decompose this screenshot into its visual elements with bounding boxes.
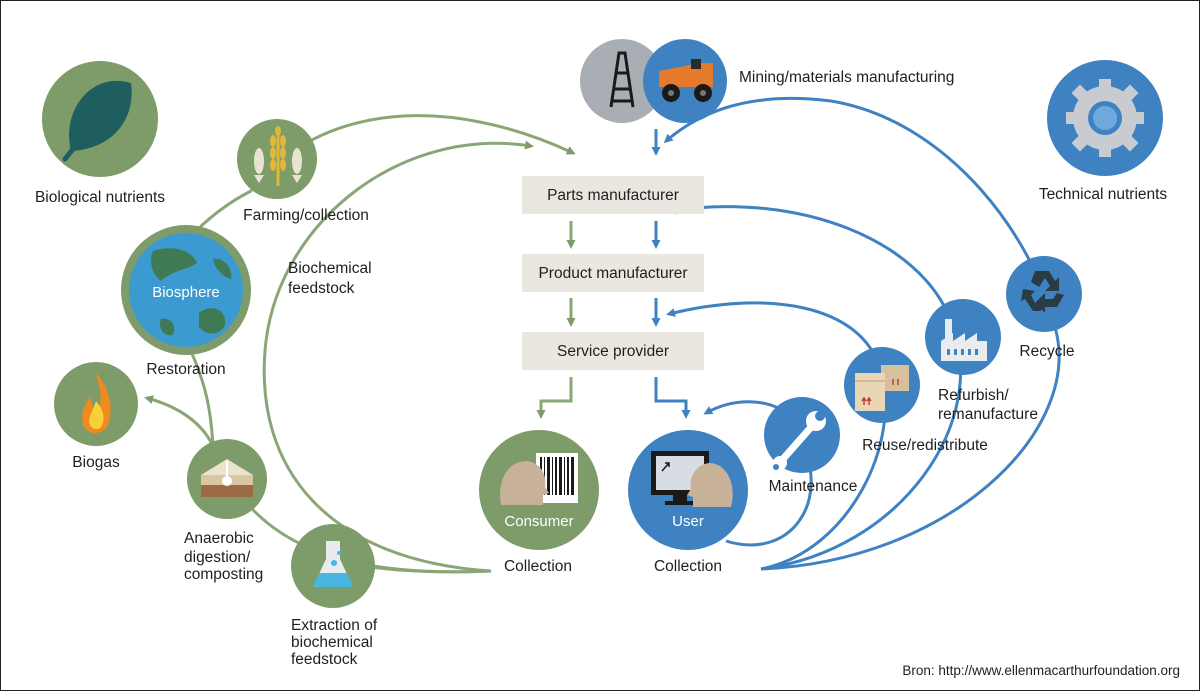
- maintenance-node: Maintenance: [764, 397, 857, 495]
- anaerobic-node: Anaerobic digestion/ composting: [184, 439, 267, 583]
- mining-node: Mining/materials manufacturing: [580, 39, 954, 123]
- farming-node: Farming/collection: [237, 119, 369, 224]
- service-provider-box: Service provider: [522, 332, 704, 370]
- reuse-node: Reuse/redistribute: [844, 347, 988, 454]
- user-label: User: [672, 513, 704, 530]
- flow-collection-extraction: [370, 565, 492, 574]
- recycle-node: Recycle: [1006, 256, 1082, 360]
- leaf-icon: [62, 80, 132, 162]
- refurbish-node: Refurbish/ remanufacture: [925, 299, 1038, 423]
- parts-manufacturer-label: Parts manufacturer: [547, 187, 679, 204]
- factory-icon: [941, 319, 987, 361]
- farming-label: Farming/collection: [243, 207, 369, 224]
- recycle-label: Recycle: [1019, 343, 1074, 360]
- anaerobic-label-line1: Anaerobic: [184, 530, 254, 547]
- flow-service-consumer: [536, 377, 573, 419]
- extraction-node: Extraction of biochemical feedstock: [291, 524, 378, 668]
- biological-nutrients-label: Biological nutrients: [35, 189, 165, 206]
- refurbish-label-line1: Refurbish/: [938, 387, 1009, 404]
- extraction-label-line1: Extraction of: [291, 617, 378, 634]
- mining-label: Mining/materials manufacturing: [739, 69, 954, 86]
- consumer-node: Consumer Collection: [479, 430, 599, 575]
- flow-anaerobic-biogas: [144, 395, 215, 447]
- extraction-label-line3: feedstock: [291, 651, 358, 668]
- computer-person-icon: [651, 451, 733, 507]
- biosphere-label: Biosphere: [152, 284, 220, 301]
- globe-icon: [151, 248, 232, 336]
- maintenance-label: Maintenance: [769, 478, 858, 495]
- biological-nutrients-node: Biological nutrients: [35, 61, 165, 206]
- flow-anaerobic-biosphere: [184, 340, 215, 447]
- recycle-icon: [1021, 271, 1064, 313]
- technical-nutrients-label: Technical nutrients: [1039, 186, 1168, 203]
- biosphere-node: Biosphere Restoration: [121, 225, 251, 378]
- service-provider-label: Service provider: [557, 343, 669, 360]
- restoration-label: Restoration: [146, 361, 225, 378]
- flask-icon: [313, 541, 353, 587]
- extraction-label-line2: biochemical: [291, 634, 373, 651]
- parts-manufacturer-box: Parts manufacturer: [522, 176, 704, 214]
- compost-icon: [201, 459, 253, 497]
- user-node: User Collection: [628, 430, 748, 575]
- anaerobic-label-line2: digestion/: [184, 549, 251, 566]
- biogas-node: Biogas: [54, 362, 138, 471]
- mining-truck-icon: [659, 59, 713, 102]
- collection-tech-label: Collection: [654, 558, 722, 575]
- source-credit: Bron: http://www.ellenmacarthurfoundatio…: [902, 663, 1180, 678]
- refurbish-label-line2: remanufacture: [938, 406, 1038, 423]
- product-manufacturer-box: Product manufacturer: [522, 254, 704, 292]
- oil-derrick-icon: [609, 51, 635, 108]
- flow-recycle-arc: [663, 96, 1061, 571]
- collection-bio-label: Collection: [504, 558, 572, 575]
- flame-icon: [82, 373, 111, 433]
- technical-nutrients-node: Technical nutrients: [1039, 60, 1168, 203]
- biogas-label: Biogas: [72, 454, 120, 471]
- wrench-icon: [773, 411, 826, 470]
- reuse-label: Reuse/redistribute: [862, 437, 988, 454]
- biochemical-feedstock-label-line1: Biochemical: [288, 260, 372, 277]
- boxes-icon: [855, 365, 909, 411]
- consumer-label: Consumer: [504, 513, 573, 530]
- biochemical-feedstock-label-line2: feedstock: [288, 280, 355, 297]
- gear-icon: [1066, 79, 1144, 157]
- barcode-person-icon: [500, 453, 578, 505]
- fish-wheat-icon: [254, 126, 302, 186]
- product-manufacturer-label: Product manufacturer: [538, 265, 687, 282]
- anaerobic-label-line3: composting: [184, 566, 263, 583]
- flow-service-user: [654, 377, 691, 419]
